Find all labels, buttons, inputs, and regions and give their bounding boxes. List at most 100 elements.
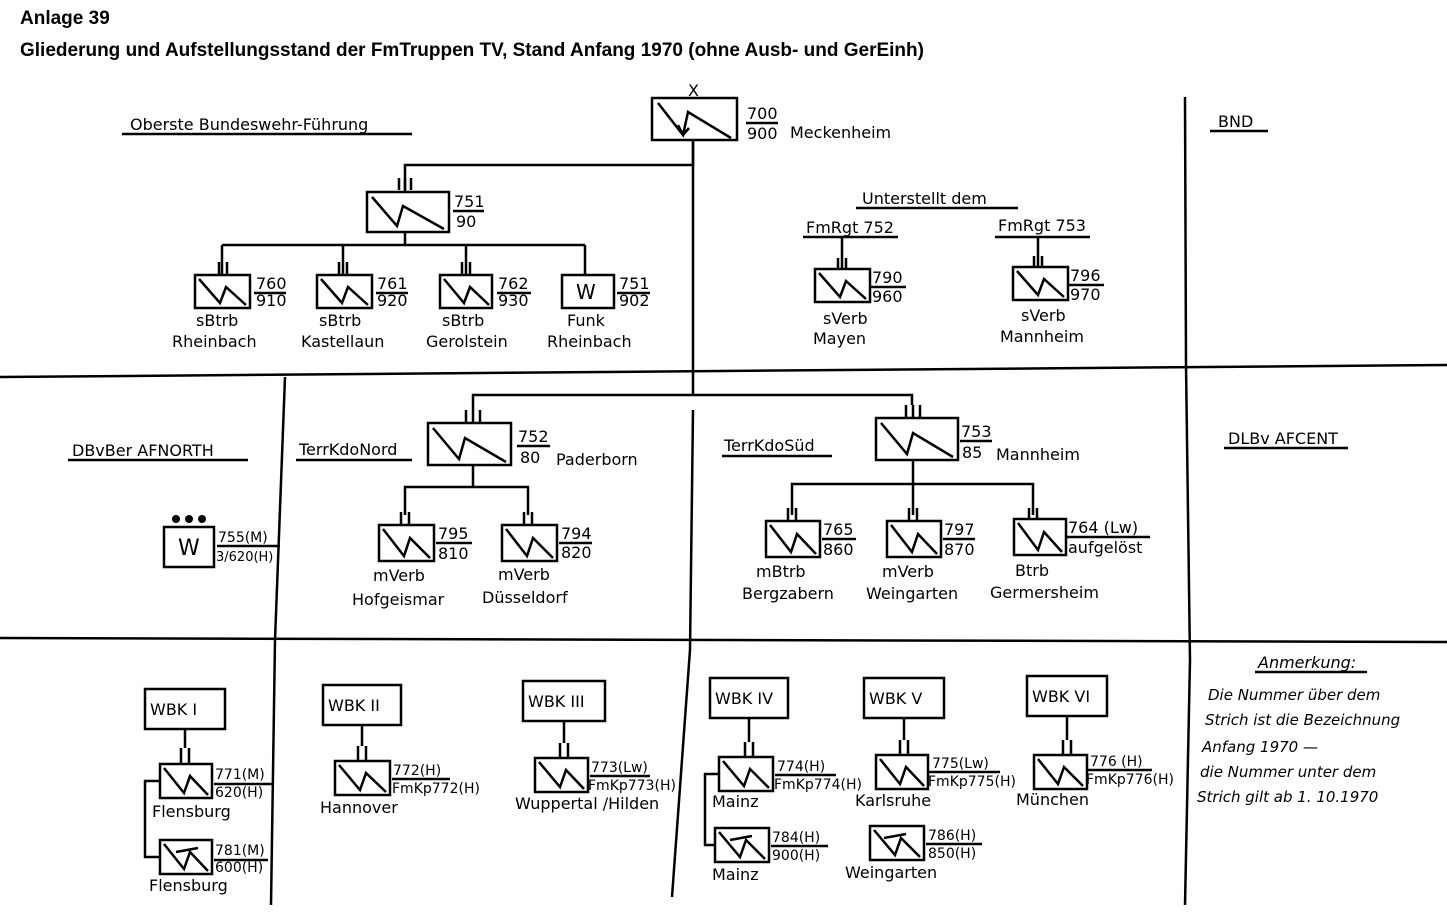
unit-786-loc: Weingarten bbox=[845, 863, 937, 882]
unit-776-loc: München bbox=[1016, 790, 1089, 809]
unit-790-bottom: 960 bbox=[872, 287, 903, 306]
unit-764-type: Btrb bbox=[1015, 561, 1049, 580]
wbk-5-label: WBK V bbox=[869, 689, 922, 708]
page-title: Gliederung und Aufstellungsstand der FmT… bbox=[20, 40, 924, 61]
unit-773-bottom: FmKp773(H) bbox=[588, 778, 676, 794]
unit-761-loc: Kastellaun bbox=[301, 332, 384, 351]
unit-786-top: 786(H) bbox=[928, 828, 976, 844]
unit-797-loc: Weingarten bbox=[866, 584, 958, 603]
note-line-2: Strich ist die Bezeichnung bbox=[1205, 711, 1400, 729]
oberste-label: Oberste Bundeswehr-Führung bbox=[130, 115, 368, 134]
unit-752-loc: Paderborn bbox=[556, 450, 638, 469]
unit-762-top: 762 bbox=[498, 274, 529, 293]
unit-774-loc: Mainz bbox=[712, 792, 759, 811]
unit-797-top: 797 bbox=[944, 520, 975, 539]
vertical-divider-right bbox=[1183, 96, 1192, 906]
unit-771-top: 771(M) bbox=[215, 767, 265, 783]
unit-772-bottom: FmKp772(H) bbox=[392, 781, 480, 797]
annex-label: Anlage 39 bbox=[20, 8, 110, 29]
unit-761-bottom: 920 bbox=[377, 291, 408, 310]
unit-765-loc: Bergzabern bbox=[742, 584, 834, 603]
unit-753-loc: Mannheim bbox=[996, 445, 1080, 464]
unit-753-top: 753 bbox=[961, 422, 992, 441]
unit-765-type: mBtrb bbox=[756, 562, 806, 581]
unit-762-type: sBtrb bbox=[442, 311, 484, 330]
unit-794-loc: Düsseldorf bbox=[482, 588, 568, 607]
bnd-label: BND bbox=[1218, 112, 1253, 131]
unit-795-type: mVerb bbox=[373, 566, 425, 585]
unit-771-loc: Flensburg bbox=[152, 802, 231, 821]
unit-755-symbol: W bbox=[178, 536, 200, 561]
unit-764-bottom: aufgelöst bbox=[1068, 538, 1142, 557]
unit-772-top: 772(H) bbox=[393, 763, 441, 779]
unit-771-bottom: 620(H) bbox=[215, 785, 263, 801]
unterstellt-label: Unterstellt dem bbox=[862, 189, 987, 208]
unit-764-loc: Germersheim bbox=[990, 583, 1099, 602]
unit-795-loc: Hofgeismar bbox=[352, 590, 445, 609]
note-title: Anmerkung: bbox=[1257, 653, 1356, 672]
unit-796-type: sVerb bbox=[1021, 306, 1066, 325]
x-mark: X bbox=[688, 81, 699, 100]
note-line-5: Strich gilt ab 1. 10.1970 bbox=[1197, 788, 1378, 806]
unit-775-loc: Karlsruhe bbox=[855, 791, 931, 810]
unit-773-loc: Wuppertal /Hilden bbox=[515, 794, 659, 813]
unit-751w-type: Funk bbox=[567, 311, 606, 330]
unit-772-loc: Hannover bbox=[320, 798, 398, 817]
unit-760-loc: Rheinbach bbox=[172, 332, 257, 351]
note-line-3: Anfang 1970 — bbox=[1201, 738, 1318, 756]
unit-752-top: 752 bbox=[518, 427, 549, 446]
unit-760-top: 760 bbox=[256, 274, 287, 293]
unit-776-bottom: FmKp776(H) bbox=[1086, 772, 1174, 788]
unit-796-loc: Mannheim bbox=[1000, 327, 1084, 346]
unit-700-bottom: 900 bbox=[747, 124, 778, 143]
unit-795-bottom: 810 bbox=[438, 544, 469, 563]
unit-752-bottom: 80 bbox=[520, 448, 540, 467]
unit-751-bottom: 90 bbox=[456, 212, 476, 231]
unit-796-top: 796 bbox=[1070, 266, 1101, 285]
fmrgt752-label: FmRgt 752 bbox=[806, 218, 894, 237]
unit-700-loc: Meckenheim bbox=[790, 123, 891, 142]
unit-781-top: 781(M) bbox=[215, 843, 265, 859]
terrnord-label: TerrKdoNord bbox=[298, 440, 397, 459]
unit-794-type: mVerb bbox=[498, 565, 550, 584]
unit-781-bottom: 600(H) bbox=[215, 860, 263, 876]
unit-774-bottom: FmKp774(H) bbox=[774, 777, 862, 793]
note-line-4: die Nummer unter dem bbox=[1200, 763, 1376, 781]
unit-751-top: 751 bbox=[454, 192, 485, 211]
unit-795-top: 795 bbox=[438, 524, 469, 543]
unit-764-top: 764 (Lw) bbox=[1068, 518, 1138, 537]
unit-751w-top: 751 bbox=[619, 274, 650, 293]
unit-796-bottom: 970 bbox=[1070, 285, 1101, 304]
unit-762-bottom: 930 bbox=[498, 291, 529, 310]
horizontal-divider-upper bbox=[0, 363, 1447, 379]
unit-755-top: 755(M) bbox=[218, 530, 268, 546]
unit-784-loc: Mainz bbox=[712, 865, 759, 884]
unit-761-top: 761 bbox=[377, 274, 408, 293]
wbk-2-label: WBK II bbox=[328, 696, 380, 715]
fmrgt753-label: FmRgt 753 bbox=[998, 216, 1086, 235]
unit-781-loc: Flensburg bbox=[149, 876, 228, 895]
unit-790-top: 790 bbox=[872, 268, 903, 287]
unit-797-type: mVerb bbox=[882, 562, 934, 581]
unit-760-bottom: 910 bbox=[256, 291, 287, 310]
unit-761-type: sBtrb bbox=[319, 311, 361, 330]
wbk-1-label: WBK I bbox=[150, 700, 197, 719]
unit-776-top: 776 (H) bbox=[1090, 754, 1143, 770]
unit-794-bottom: 820 bbox=[561, 543, 592, 562]
terrsued-label: TerrKdoSüd bbox=[723, 436, 815, 455]
unit-794-top: 794 bbox=[561, 524, 592, 543]
unit-751w-loc: Rheinbach bbox=[547, 332, 632, 351]
unit-765-bottom: 860 bbox=[823, 540, 854, 559]
unit-765-top: 765 bbox=[823, 520, 854, 539]
unit-755-bottom: 3/620(H) bbox=[216, 550, 273, 565]
wbk-4-label: WBK IV bbox=[715, 689, 773, 708]
unit-762-loc: Gerolstein bbox=[426, 332, 508, 351]
wbk-6-label: WBK VI bbox=[1032, 687, 1090, 706]
dlbv-label: DLBv AFCENT bbox=[1228, 429, 1338, 448]
wbk-3-label: WBK III bbox=[528, 692, 585, 711]
unit-784-top: 784(H) bbox=[772, 830, 820, 846]
horizontal-divider-lower bbox=[0, 636, 1447, 644]
note-line-1: Die Nummer über dem bbox=[1208, 686, 1380, 704]
vertical-divider-center bbox=[670, 409, 695, 898]
